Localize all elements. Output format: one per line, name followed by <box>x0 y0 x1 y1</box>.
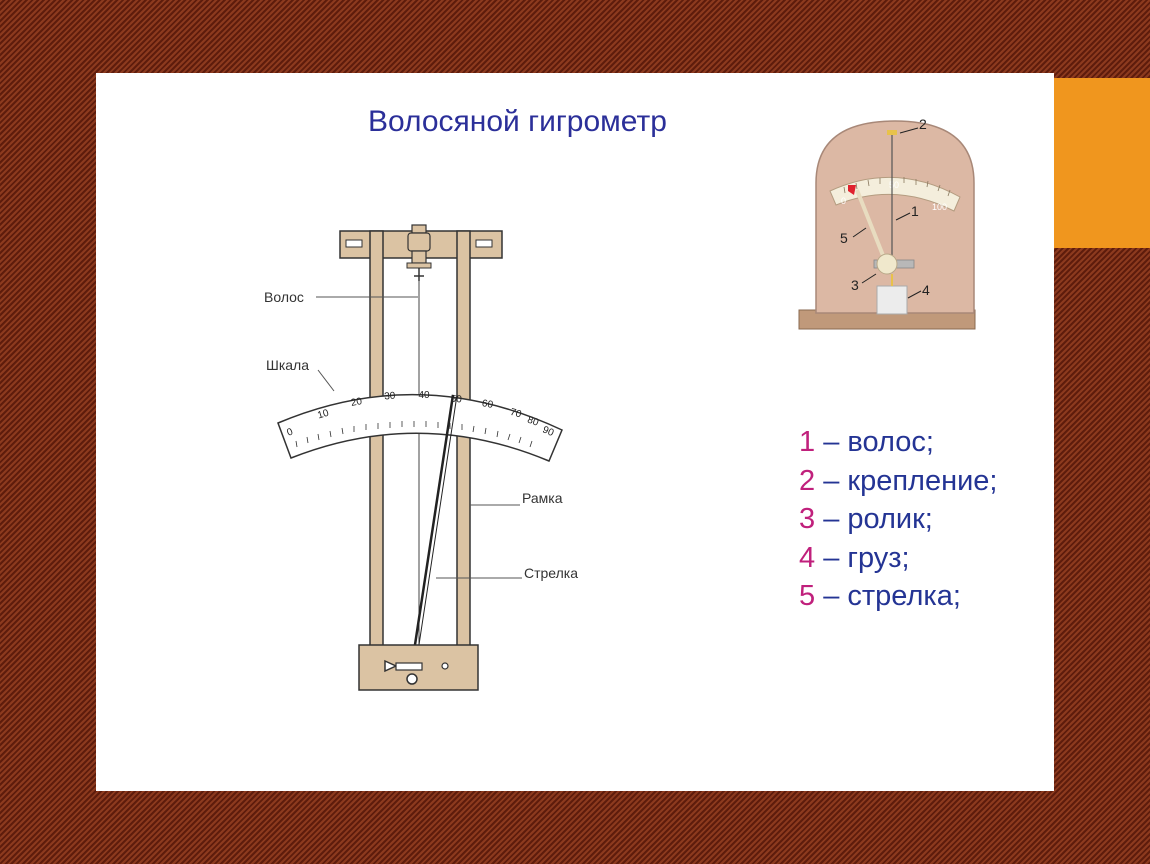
frame-post-right <box>456 230 471 652</box>
scale-tick-40: 40 <box>418 390 430 401</box>
stone-body <box>815 120 975 314</box>
legend-text: – стрелка; <box>815 580 961 612</box>
legend-number: 1 <box>799 426 816 458</box>
legend-row: 3 – ролик; <box>799 500 997 539</box>
dial-tick-50: 50 <box>889 180 899 190</box>
red-marker <box>848 185 856 195</box>
legend-text: – волос; <box>815 426 934 458</box>
legend: 1 – волос; 2 – крепление; 3 – ролик; 4 –… <box>799 423 997 616</box>
top-slot-right <box>475 239 493 248</box>
hygrometer-photo: 0 50 100 1 2 3 4 5 <box>798 116 976 330</box>
top-slot-left <box>345 239 363 248</box>
legend-row: 5 – стрелка; <box>799 577 997 616</box>
legend-row: 1 – волос; <box>799 423 997 462</box>
hygrometer-diagram: 0 10 20 30 40 50 60 70 80 90 Волос Шкала… <box>264 116 976 691</box>
legend-number: 4 <box>799 541 816 574</box>
photo-roller <box>876 253 898 275</box>
dial-tick-0: 0 <box>841 196 846 206</box>
legend-row: 4 – груз; <box>799 539 997 578</box>
legend-number: 3 <box>799 503 816 535</box>
pivot-roller <box>384 659 398 673</box>
pointer-needle <box>409 394 455 672</box>
label-frame: Рамка <box>522 490 563 506</box>
legend-text: – груз; <box>815 541 910 574</box>
scale-tick-90: 90 <box>541 424 556 439</box>
hair-clamp <box>411 224 427 234</box>
scale-tick-60: 60 <box>481 398 494 411</box>
dial-tick-100: 100 <box>932 202 947 212</box>
photo-callout-4: 4 <box>922 282 930 298</box>
legend-row: 2 – крепление; <box>799 462 997 501</box>
frame-post-left <box>369 230 384 652</box>
scale-tick-80: 80 <box>526 415 541 429</box>
scale-minor-ticks <box>295 421 533 448</box>
scale-tick-20: 20 <box>350 396 363 409</box>
scale-tick-30: 30 <box>384 391 396 403</box>
photo-callout-5: 5 <box>840 230 848 246</box>
legend-number: 2 <box>799 464 816 497</box>
label-pointer: Стрелка <box>524 565 578 581</box>
legend-number: 5 <box>799 580 816 612</box>
legend-text: – ролик; <box>815 503 933 535</box>
label-scale: Шкала <box>266 357 309 373</box>
photo-pointer <box>855 189 888 264</box>
photo-callout-3: 3 <box>851 277 859 293</box>
photo-weight <box>876 285 908 315</box>
photo-mount <box>887 130 897 135</box>
scale-tick-0: 0 <box>285 426 295 438</box>
legend-text: – крепление; <box>815 464 998 497</box>
scale-arc <box>277 394 563 462</box>
accent-tab <box>1054 78 1150 248</box>
frame-base <box>358 644 479 691</box>
photo-callout-1: 1 <box>911 203 919 219</box>
label-hair: Волос <box>264 289 304 305</box>
photo-callout-2: 2 <box>919 116 927 132</box>
slide: Волосяной гигрометр <box>96 73 1054 791</box>
scale-callout-line <box>317 369 335 392</box>
scale-tick-70: 70 <box>509 407 523 421</box>
scale-tick-10: 10 <box>316 408 330 422</box>
slide-title: Волосяной гигрометр <box>368 105 667 138</box>
